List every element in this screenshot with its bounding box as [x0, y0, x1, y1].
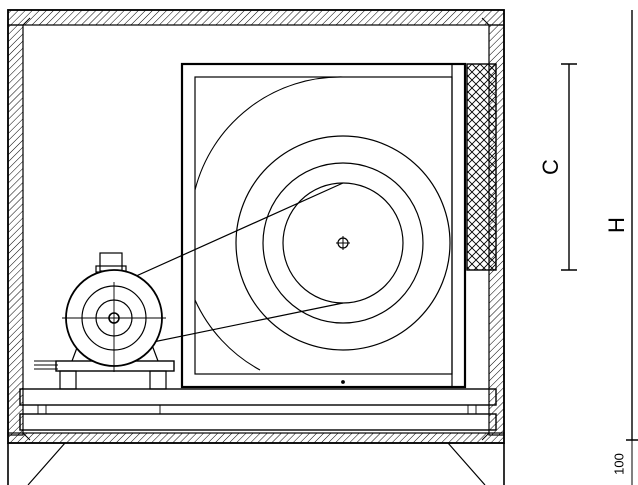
- dimension-lines: [561, 10, 638, 485]
- housing-casing: [7, 9, 505, 444]
- fan-housing-flange: [451, 63, 466, 388]
- stand-legs: [7, 443, 505, 485]
- base-frame-top-rail: [19, 388, 497, 406]
- corner-fittings: [22, 17, 490, 441]
- motor-centerlines: [62, 282, 166, 372]
- motor-rail-right: [149, 370, 167, 390]
- motor-rail-left: [59, 370, 77, 390]
- top-wall: [7, 9, 505, 26]
- filter-panel: [466, 63, 497, 271]
- fan-housing: [180, 62, 467, 389]
- base-frame-bottom-rail: [19, 413, 497, 431]
- stand-braces: [27, 442, 486, 485]
- fan-wheel: [235, 135, 451, 351]
- fan-pulley-ring-1: [235, 135, 451, 351]
- motor-terminal-box: [99, 252, 123, 272]
- casing-outline: [7, 9, 505, 444]
- base-frame: [19, 388, 497, 431]
- dimension-100-label: 100: [611, 453, 626, 475]
- support-stand: [7, 442, 505, 485]
- dimension-c-line: [561, 63, 577, 271]
- fan-shaft-center-icon: [336, 236, 350, 250]
- dimension-c-label: C: [538, 159, 563, 175]
- dimension-100-line: [626, 439, 638, 485]
- scroll-drain-dot: [341, 380, 345, 384]
- base-frame-slots: [37, 405, 477, 414]
- left-wall: [7, 24, 24, 436]
- casing-inner-outline: [22, 24, 490, 434]
- fan-pulley-ring-2: [262, 162, 424, 324]
- dimension-h-label: H: [604, 217, 629, 233]
- power-cable: [34, 360, 58, 370]
- bottom-wall: [7, 432, 505, 444]
- scroll-arc: [194, 76, 344, 191]
- motor: [34, 252, 175, 390]
- fan-housing-outer: [180, 62, 467, 389]
- scroll-arc-lower: [194, 299, 261, 371]
